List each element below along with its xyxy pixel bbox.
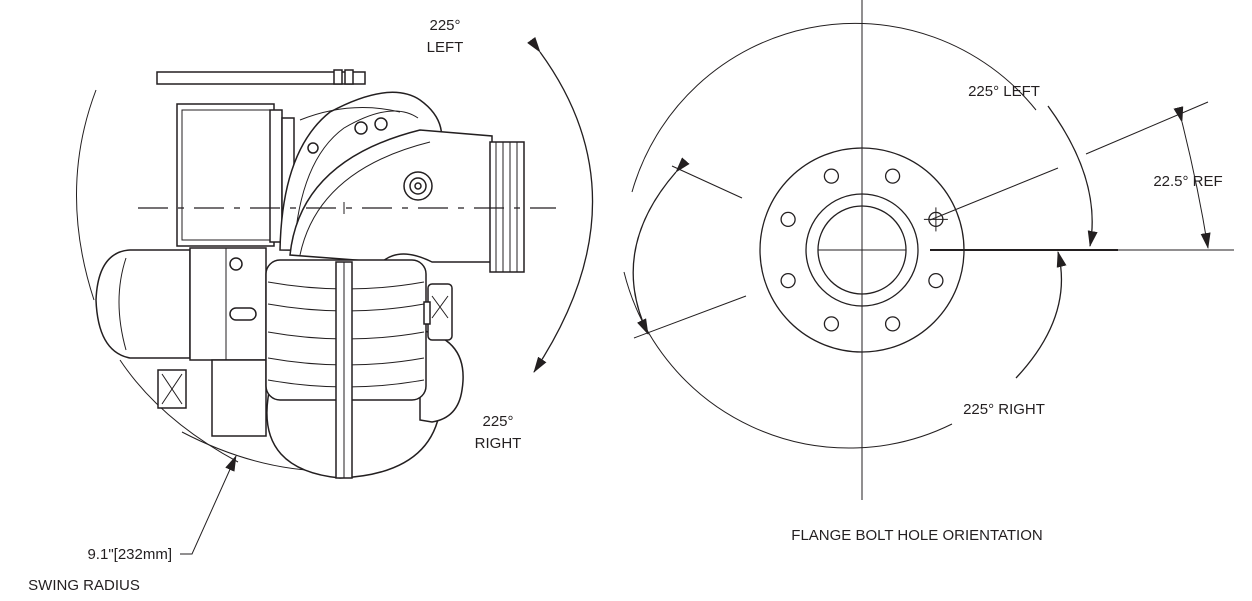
handle-post (344, 69, 354, 85)
swing-radius-arc-lower (119, 359, 239, 463)
right-rotation-arrow (1015, 251, 1067, 379)
limit-line-lower (633, 295, 747, 339)
side-knob-cross (431, 295, 449, 319)
bolt-hole (780, 211, 796, 228)
actuator-housing (189, 247, 267, 361)
reference-angle-label: 22.5° REF (1153, 173, 1222, 190)
threaded-connector (489, 141, 525, 273)
actuator-bolt (229, 257, 243, 271)
nozzle-side-view: 225° LEFT 225° RIGHT 9.1"[232mm] SWING R… (28, 17, 594, 594)
bolt-hole (823, 168, 840, 184)
housing-bolt (307, 142, 319, 154)
swing-radius-value: 9.1"[232mm] (87, 546, 172, 563)
total-rotation-arrow (632, 157, 690, 335)
bolt-hole-group (780, 168, 948, 332)
flange-bore-outer (805, 193, 919, 307)
electrical-box-flange (269, 109, 283, 243)
right-rotation-label: 225° RIGHT (963, 401, 1045, 418)
left-rotation-label: 225° LEFT (968, 83, 1040, 100)
left-rotation-direction: LEFT (427, 39, 464, 56)
rotation-arc-arrow (527, 36, 594, 373)
actuator-lower (211, 359, 267, 437)
right-rotation-direction: RIGHT (475, 435, 522, 452)
bolt-hole (928, 272, 944, 289)
left-rounded-lobe (95, 249, 191, 359)
swing-radius-leader (180, 455, 237, 555)
left-rotation-degrees: 225° (429, 17, 460, 34)
bolt-hole (884, 316, 901, 332)
flange-orientation-view: 225° LEFT 225° RIGHT 22.5° REF FLANGE BO… (623, 0, 1234, 544)
flange-caption: FLANGE BOLT HOLE ORIENTATION (791, 527, 1042, 544)
side-knob-stem (423, 301, 431, 325)
swing-radius-arc-upper (76, 89, 97, 301)
flange-outer-arc-upper (631, 22, 1037, 193)
right-rotation-degrees: 225° (482, 413, 513, 430)
bolt-hole (823, 316, 840, 332)
angled-reference-line-upper (929, 167, 1059, 221)
flange-outer-arc-lower (623, 271, 953, 449)
actuator-slot (229, 307, 257, 321)
handle-post (333, 69, 343, 85)
outlet-elbow (289, 129, 493, 263)
left-rotation-arrow (1047, 105, 1098, 247)
actuator-knob-cross (161, 373, 183, 405)
elbow-contour (299, 107, 401, 121)
bolt-hole (780, 272, 796, 289)
swing-radius-label: SWING RADIUS (28, 577, 140, 594)
outlet-contour (299, 141, 431, 256)
top-handle-bar (156, 71, 366, 85)
thread-lines (495, 142, 518, 272)
housing-bolt (354, 121, 368, 135)
electrical-box (176, 103, 275, 247)
lobe-contour (118, 257, 127, 351)
grease-fitting-center (414, 182, 422, 190)
angled-reference-line-outer (1085, 101, 1209, 155)
limit-line-upper (671, 165, 743, 199)
side-knob (427, 283, 453, 341)
housing-bolt (374, 117, 388, 131)
bolt-hole (884, 168, 901, 184)
ref-angle-dimension (1173, 106, 1211, 249)
